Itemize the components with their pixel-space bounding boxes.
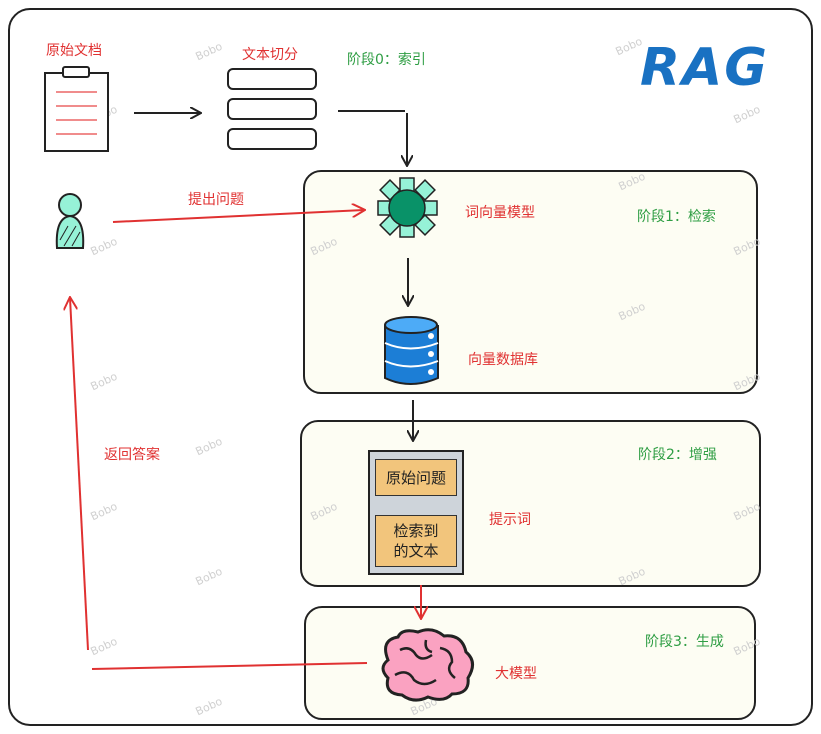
arrow-question-to-embed (112, 210, 364, 223)
card-original-question: 原始问题 (375, 459, 457, 496)
title-rag: RAG (640, 38, 769, 98)
vectordb-label: 向量数据库 (468, 352, 538, 368)
llm-brain-icon (381, 628, 474, 702)
arrow-llm-to-return (91, 662, 368, 670)
document-icon (44, 66, 109, 152)
card-retrieved-text: 检索到 的文本 (375, 515, 457, 567)
stage3-label: 阶段3：生成 (645, 634, 724, 650)
doc-label: 原始文档 (46, 43, 102, 59)
embedding-model-icon (377, 177, 438, 238)
vector-database-icon (384, 316, 439, 385)
stage0-label: 阶段0：索引 (347, 52, 426, 68)
answer-label: 返回答案 (104, 447, 160, 463)
embed-label: 词向量模型 (465, 205, 535, 221)
question-label: 提出问题 (188, 192, 244, 208)
stage1-label: 阶段1：检索 (637, 209, 716, 225)
stage2-label: 阶段2：增强 (638, 447, 717, 463)
arrow-return-to-user (70, 298, 89, 651)
stage3-box (304, 606, 756, 720)
chunk-icon (227, 68, 317, 150)
llm-label: 大模型 (495, 666, 537, 682)
chunk-label: 文本切分 (242, 47, 298, 63)
prompt-label: 提示词 (489, 512, 531, 528)
user-icon (55, 193, 85, 249)
